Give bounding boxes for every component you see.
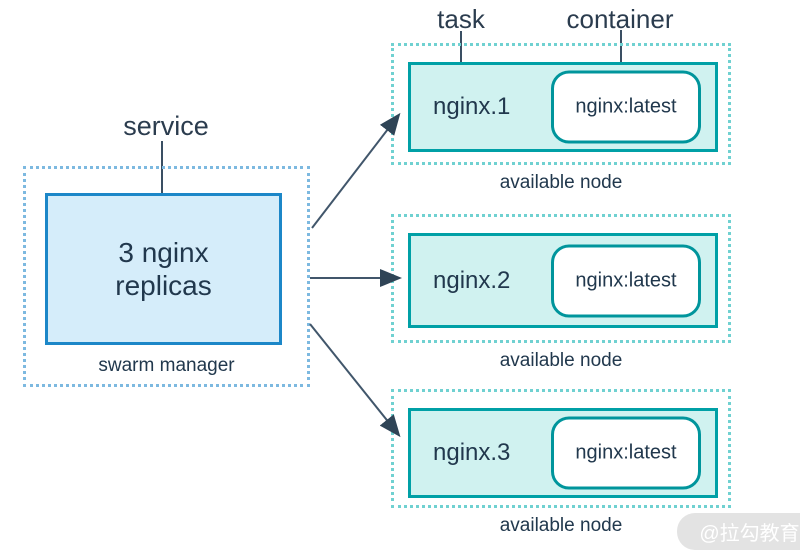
node-3-dotted-box: nginx.3 nginx:latest [391, 389, 731, 508]
arrow-to-node-1 [311, 112, 401, 229]
task-pointer-line [460, 31, 462, 82]
node-2-container-box: nginx:latest [551, 244, 701, 317]
node-2-dotted-box: nginx.2 nginx:latest [391, 214, 731, 343]
node-1-caption: available node [499, 172, 623, 193]
node-2-task-box: nginx.2 nginx:latest [408, 233, 718, 328]
container-pointer-line [620, 30, 622, 83]
node-3-caption: available node [499, 515, 623, 536]
swarm-manager-caption: swarm manager [98, 355, 235, 376]
container-label: container [566, 4, 674, 34]
node-3-task-name: nginx.3 [433, 439, 511, 466]
service-box: 3 nginx replicas [45, 193, 282, 345]
node-3-task-box: nginx.3 nginx:latest [408, 408, 718, 498]
node-1-container-box: nginx:latest [551, 70, 701, 144]
node-3-container-box: nginx:latest [551, 416, 701, 490]
task-label: task [437, 4, 485, 34]
node-2-task-name: nginx.2 [433, 266, 511, 294]
node-1-container-image: nginx:latest [575, 95, 677, 118]
node-2-container-image: nginx:latest [575, 269, 677, 291]
node-1-task-name: nginx.1 [433, 93, 511, 120]
node-2-caption: available node [499, 350, 623, 371]
node-1-dotted-box: nginx.1 nginx:latest [391, 43, 731, 165]
node-3-container-image: nginx:latest [575, 441, 677, 464]
node-1: nginx.1 nginx:latest available node [391, 43, 731, 194]
swarm-manager-dotted-box: 3 nginx replicas swarm manager [23, 166, 310, 387]
arrow-to-node-3 [309, 323, 401, 438]
node-3: nginx.3 nginx:latest available node [391, 389, 731, 537]
service-box-text: 3 nginx replicas [115, 237, 212, 301]
service-pointer-line [161, 141, 163, 228]
node-1-task-box: nginx.1 nginx:latest [408, 62, 718, 152]
watermark-badge: @拉勾教育 [677, 513, 800, 550]
service-label: service [123, 111, 209, 141]
node-2: nginx.2 nginx:latest available node [391, 214, 731, 372]
